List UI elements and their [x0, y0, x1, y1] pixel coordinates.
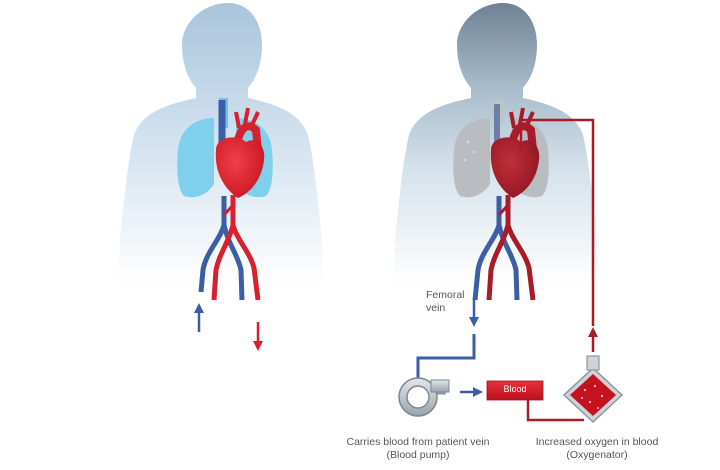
blood-to-oxygenator-line [526, 400, 584, 422]
blood-box-label: Blood [503, 384, 527, 394]
pump-caption-line2: (Blood pump) [386, 449, 450, 461]
blood-pump-icon [398, 377, 450, 417]
left-artery-branch [211, 224, 236, 301]
femoral-vein-label-line2: vein [426, 302, 446, 314]
left-carotid-3 [250, 111, 260, 126]
pump-caption-line1: Carries blood from patient vein [346, 436, 490, 448]
left-lung-right-side [177, 118, 214, 198]
blood-box [486, 380, 544, 401]
left-figure [118, 3, 324, 351]
left-artery-small [222, 203, 235, 217]
femoral-vein-label-line1: Femoral [426, 289, 465, 301]
right-carotid-1 [509, 111, 516, 129]
oxygenator-caption: Increased oxygen in blood (Oxygenator) [522, 436, 672, 462]
return-line-to-neck [519, 118, 595, 326]
venous-line-to-pump [416, 334, 476, 382]
right-heart [490, 137, 540, 198]
oxygenator-icon [562, 355, 624, 424]
right-artery-branch [486, 224, 511, 301]
left-carotid-1 [234, 111, 241, 129]
right-vein-branch [496, 224, 520, 301]
right-lung-right-side [453, 118, 490, 198]
oxygenator-caption-line2: (Oxygenator) [566, 449, 628, 461]
right-artery-small [497, 203, 510, 217]
left-heart [215, 137, 265, 198]
pump-caption: Carries blood from patient vein (Blood p… [338, 436, 498, 462]
femoral-vein-label: Femoral vein [426, 289, 465, 315]
left-carotid-2 [243, 107, 250, 125]
right-carotid-3 [525, 111, 535, 126]
ecmo-circuit [398, 118, 624, 424]
oxygenator-caption-line1: Increased oxygen in blood [535, 436, 659, 448]
right-figure [393, 3, 599, 301]
left-vein-branch [221, 224, 245, 301]
